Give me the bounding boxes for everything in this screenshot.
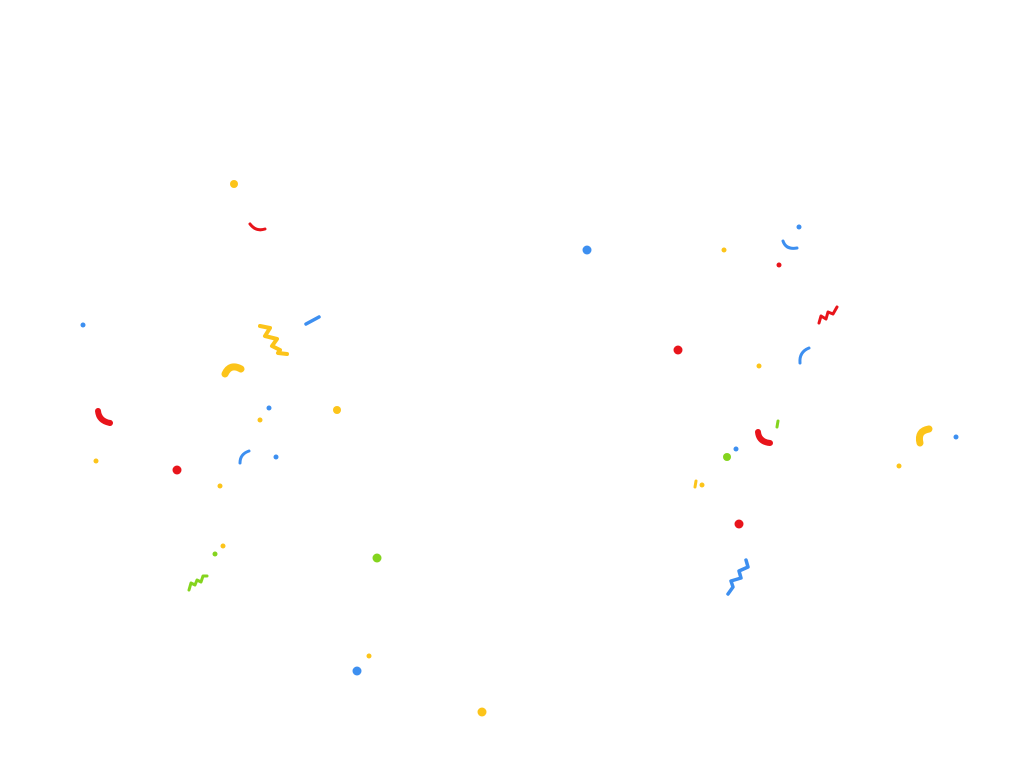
confetti-dot [776, 262, 782, 268]
confetti-dot [582, 245, 592, 255]
confetti-dot [352, 666, 362, 676]
confetti-curl [221, 363, 245, 378]
confetti-zigzag [187, 574, 209, 592]
confetti-zigzag [817, 305, 839, 325]
confetti-curl [915, 425, 933, 447]
confetti-dot [220, 543, 226, 549]
confetti-strip [693, 479, 698, 489]
confetti-strip [304, 315, 321, 326]
confetti-curl [755, 429, 773, 446]
confetti-curl [238, 449, 251, 465]
confetti-dot [733, 446, 739, 452]
confetti-dot [217, 483, 223, 489]
confetti-dot [80, 322, 86, 328]
confetti-curl [95, 408, 113, 426]
confetti-dot [366, 653, 372, 659]
confetti-dot [230, 180, 238, 188]
confetti-dot [477, 707, 487, 717]
confetti-dot [266, 405, 272, 411]
confetti-dot [212, 551, 218, 557]
confetti-dot [721, 247, 727, 253]
confetti-dot [699, 482, 705, 488]
confetti-dot [896, 463, 902, 469]
confetti-dot [372, 553, 382, 563]
confetti-dot [333, 406, 341, 414]
confetti-strip [775, 419, 780, 429]
confetti-dot [796, 224, 802, 230]
confetti-dot [673, 345, 683, 355]
confetti-dot [953, 434, 959, 440]
confetti-zigzag [726, 558, 750, 596]
confetti-dot [273, 454, 279, 460]
confetti-dot [756, 363, 762, 369]
confetti-curl [248, 222, 267, 232]
confetti-dot [257, 417, 263, 423]
confetti-curl [798, 346, 811, 365]
confetti-zigzag [258, 324, 289, 356]
confetti-dot [734, 519, 744, 529]
confetti-dot [93, 458, 99, 464]
confetti-dot [723, 453, 731, 461]
confetti-curl [781, 239, 799, 250]
confetti-dot [172, 465, 182, 475]
